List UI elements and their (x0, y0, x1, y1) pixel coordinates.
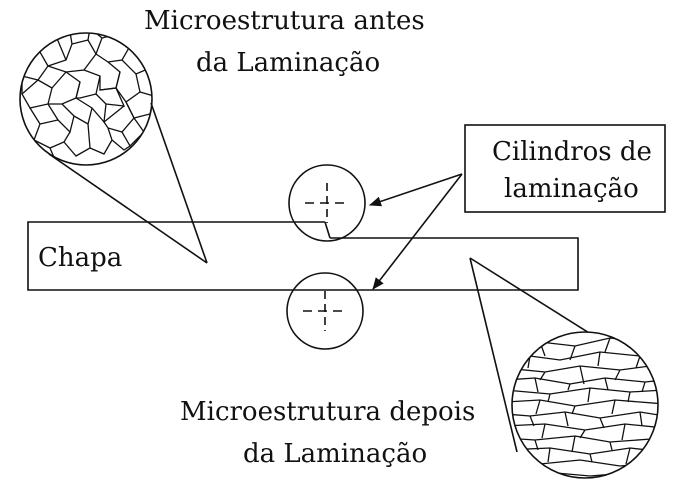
plate-label: Chapa (38, 243, 122, 273)
after-pointer-line-left (469, 257, 518, 453)
before-microstructure-magnifier (19, 32, 208, 264)
plate-taper (324, 221, 331, 239)
equiaxed-grains (20, 33, 152, 163)
plate-outline (27, 221, 579, 291)
before-pointer-line-lower (48, 153, 208, 264)
after-magnifier-circle (511, 331, 659, 479)
rollers-label-line2: laminação (504, 174, 639, 204)
rollers-box (464, 124, 666, 213)
rollers-label-line1: Cilindros de (492, 137, 652, 167)
upper-roller-circle (288, 164, 366, 242)
before-title-line1: Microestrutura antes (144, 6, 425, 36)
after-title-line2: da Laminação (243, 439, 427, 469)
before-pointer-line-upper (150, 102, 208, 264)
lower-roller-circle (286, 272, 364, 350)
plate: Chapa (27, 221, 579, 291)
after-microstructure-magnifier (469, 257, 659, 479)
arrow-to-lower-roller (372, 173, 463, 290)
before-magnifier-circle (19, 32, 153, 166)
crosshair-icon (305, 183, 349, 223)
arrow-to-upper-roller (369, 173, 463, 207)
rollers-label-box: Cilindros de laminação (464, 124, 666, 213)
lower-roller (286, 272, 364, 350)
crosshair-icon (303, 291, 347, 331)
upper-roller (288, 164, 366, 242)
before-title-line2: da Laminação (196, 48, 380, 78)
after-title-line1: Microestrutura depois (180, 397, 475, 427)
